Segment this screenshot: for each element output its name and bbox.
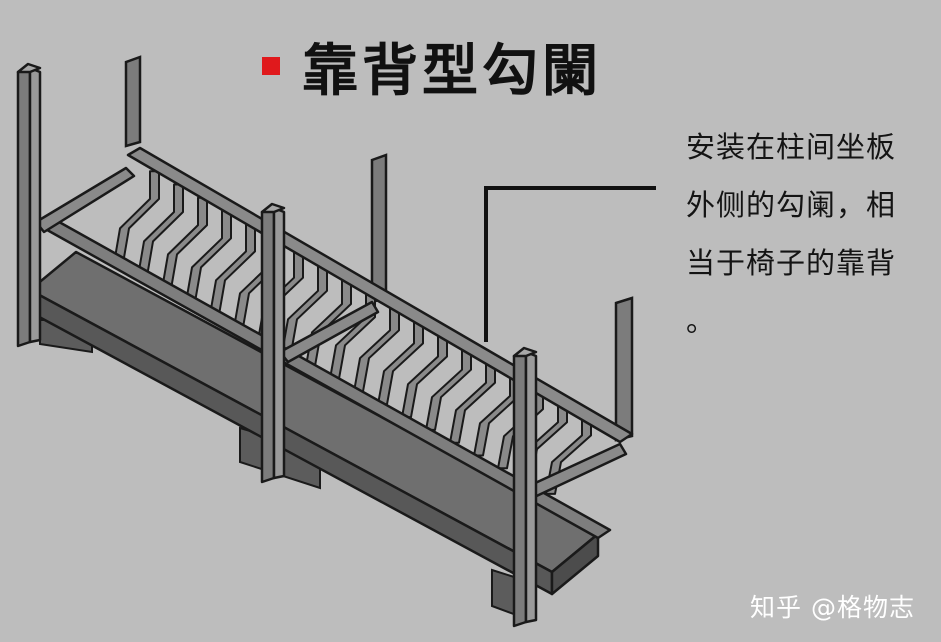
- side-brace-middle: [278, 300, 380, 364]
- seat-end-edge: [550, 532, 600, 596]
- front-post-3-cap: [512, 346, 538, 358]
- watermark: 知乎 @格物志: [750, 593, 915, 622]
- title-marker-icon: [262, 57, 280, 75]
- callout-leader-line: [484, 186, 656, 342]
- front-posts: [16, 62, 538, 628]
- rear-post-1: [124, 55, 142, 148]
- front-post-3-face: [512, 350, 528, 628]
- diagram-title: 靠背型勾闌: [262, 26, 602, 106]
- callout-text: 安装在柱间坐板 外侧的勾阑，相 当于椅子的靠背 。: [686, 130, 897, 338]
- side-brace-left: [34, 166, 136, 234]
- front-post-2-cap: [260, 202, 286, 214]
- rails: [34, 146, 634, 540]
- front-post-1-side: [28, 66, 42, 344]
- rear-post-2: [370, 153, 388, 304]
- top-rail: [126, 146, 634, 444]
- front-post-1-face: [16, 66, 32, 348]
- front-post-1-cap: [16, 62, 42, 74]
- front-post-2-side: [272, 206, 286, 480]
- front-post-2-face: [260, 206, 276, 484]
- front-post-3-side: [524, 350, 538, 624]
- rear-post-3: [614, 296, 634, 442]
- title-text: 靠背型勾闌: [302, 37, 602, 104]
